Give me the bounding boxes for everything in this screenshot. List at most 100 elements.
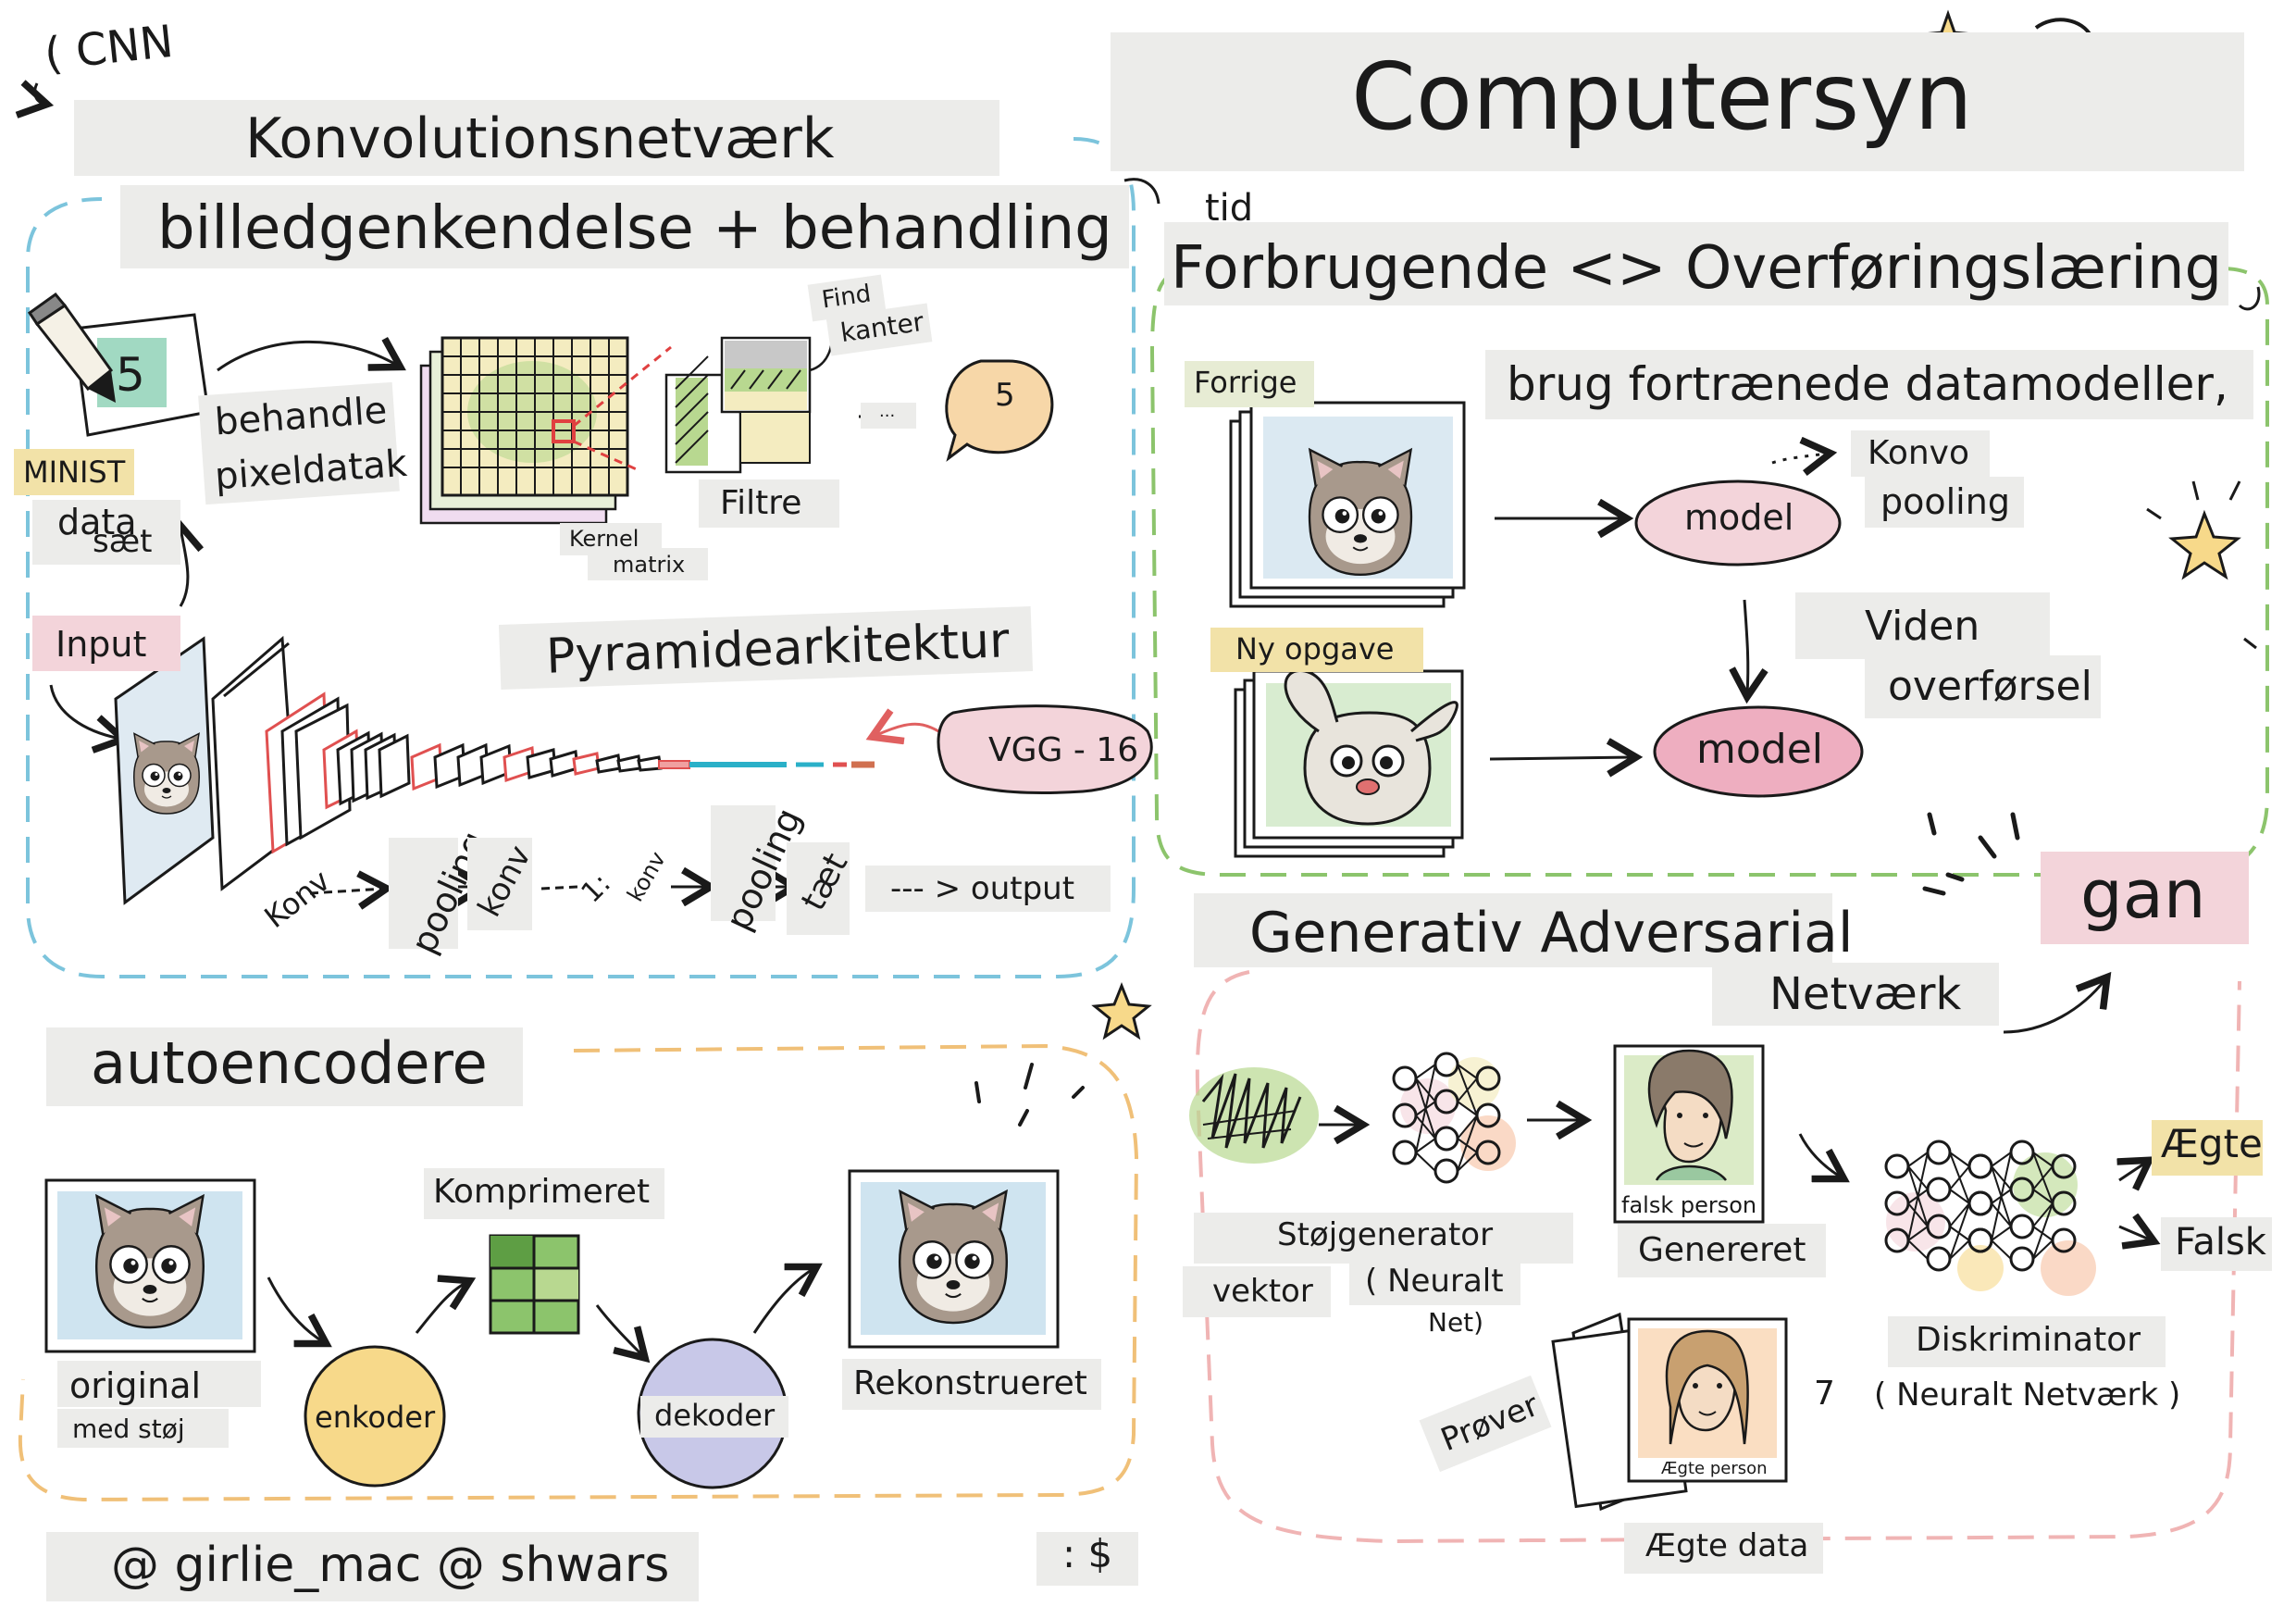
input-label-box: [32, 616, 180, 671]
compressed-label-box: [424, 1168, 664, 1219]
discriminator-label: Diskriminator: [1916, 1321, 2141, 1359]
title-box: [1111, 32, 2244, 171]
star-decoration: [2168, 509, 2241, 580]
knowledge-label-1: Viden: [1865, 603, 1980, 650]
model-top-blob: [1634, 479, 1842, 567]
real-data-label-box: [1624, 1523, 1823, 1574]
original-label-box-2: [57, 1409, 229, 1448]
decoder-label-box: [640, 1396, 788, 1438]
transfer-subheading: brug fortrænede datamodeller,: [1507, 357, 2228, 411]
layer-konv-box-2: [467, 838, 532, 930]
filters-illustration: [664, 318, 834, 474]
dataset-tag-box: [14, 449, 134, 495]
original-label-box: [57, 1361, 261, 1407]
original-noisy-image: [44, 1178, 256, 1353]
model-top-label: model: [1684, 497, 1794, 538]
transfer-heading-box: [1164, 222, 2228, 305]
filters-label: Filtre: [720, 484, 802, 522]
compressed-grid: [489, 1234, 580, 1335]
transfer-subheading-box: [1485, 350, 2253, 419]
model-bottom-blob: [1653, 705, 1864, 798]
previous-label-box: [1185, 361, 1314, 407]
real-person-label: Ægte person: [1661, 1459, 1768, 1478]
neural-label-2: Net): [1428, 1307, 1484, 1338]
output-digit: 5: [995, 377, 1015, 414]
fake-result-box: [2161, 1217, 2272, 1271]
cnn-subheading-box: [120, 185, 1129, 268]
pooling-label: pooling: [1880, 481, 2010, 522]
decoder-label: dekoder: [654, 1398, 776, 1433]
layer-pooling-box-2: [711, 805, 776, 921]
dataset-label-box: [32, 500, 180, 565]
transfer-section-border: [1149, 267, 2269, 877]
real-data-label: Ægte data: [1645, 1527, 1809, 1564]
autoencoder-heading: autoencodere: [91, 1029, 488, 1097]
bottom-mark-box: [1036, 1532, 1138, 1586]
konvo-label-box: [1851, 430, 1990, 477]
knowledge-label-box: [1795, 592, 2050, 659]
new-task-images: [1234, 669, 1464, 858]
pyramid-architecture-illustration: [114, 635, 875, 905]
autoencoder-section-border: [18, 1043, 1139, 1502]
gan-heading: Generativ Adversarial: [1249, 901, 1854, 965]
kernel-label-2: matrix: [613, 552, 686, 578]
gan-badge: gan: [2080, 855, 2206, 933]
cnn-heading: Konvolutionsnetværk: [245, 106, 835, 171]
vector-label-box: [1183, 1266, 1331, 1317]
previous-label: Forrige: [1194, 365, 1297, 400]
bottom-mark: : $: [1062, 1531, 1113, 1576]
dataset-tag: MINIST: [23, 455, 126, 490]
ellipsis-box: [861, 403, 916, 429]
generator-network: [1392, 1052, 1516, 1184]
neural-label-box: [1349, 1259, 1520, 1305]
gan-heading-box: [1194, 893, 1832, 967]
mnist-digit: 5: [116, 348, 145, 402]
noise-generator-illustration: [1189, 1067, 1319, 1164]
real-result: Ægte: [2161, 1121, 2263, 1166]
real-result-box: [2152, 1120, 2263, 1176]
noise-label-box: [1194, 1213, 1573, 1264]
count-seven: 7: [1814, 1375, 1835, 1413]
output-speech-bubble: [945, 359, 1054, 462]
vector-label: vektor: [1212, 1273, 1313, 1310]
fake-person-image: [1613, 1044, 1765, 1224]
cnn-heading-box: [74, 100, 999, 176]
kernel-label-1: Kernel: [569, 526, 639, 552]
layer-pooling-box-1: [389, 838, 458, 949]
tid-label: tid: [1205, 187, 1254, 230]
dataset-label-2: sæt: [93, 523, 153, 560]
filters-label-box: [699, 479, 839, 528]
fake-person-label: falsk person: [1621, 1192, 1757, 1218]
fake-result: Falsk: [2175, 1221, 2266, 1264]
real-data-images: [1551, 1312, 1788, 1512]
dataset-label-1: data: [57, 502, 137, 542]
edges-label-1: Find: [820, 280, 874, 315]
layer-dense-box: [787, 842, 850, 935]
ellipsis-label: ...: [879, 402, 896, 421]
cnn-subheading: billedgenkendelse + behandling: [157, 194, 1112, 263]
knowledge-label-box-2: [1865, 655, 2101, 718]
discriminator-network: [1884, 1140, 2096, 1296]
konvo-label: Konvo: [1868, 434, 1969, 472]
discriminator-label-box: [1888, 1316, 2166, 1367]
previous-task-images: [1229, 401, 1466, 608]
kernel-grid-illustration: [419, 336, 672, 525]
reconstructed-label-box: [842, 1359, 1101, 1410]
original-label-1: original: [69, 1365, 202, 1406]
new-task-label: Ny opgave: [1235, 631, 1395, 666]
transfer-heading: Forbrugende <> Overføringslæring: [1171, 234, 2223, 303]
kernel-label-box-2: [588, 548, 708, 580]
pooling-label-box: [1865, 477, 2024, 528]
page-title: Computersyn: [1351, 43, 1973, 151]
compressed-label: Komprimeret: [433, 1173, 651, 1211]
input-label: Input: [56, 624, 147, 665]
discriminator-sub-label: ( Neuralt Netværk ): [1874, 1376, 2181, 1414]
reconstructed-label: Rekonstrueret: [853, 1364, 1087, 1402]
neural-label-1: ( Neuralt: [1365, 1263, 1504, 1300]
generated-label: Genereret: [1638, 1231, 1806, 1269]
gan-subheading-box: [1712, 963, 1999, 1026]
gan-subheading: Netværk: [1769, 968, 1962, 1020]
digit-card-illustration: [27, 292, 210, 437]
vgg-label: VGG - 16: [988, 731, 1139, 769]
